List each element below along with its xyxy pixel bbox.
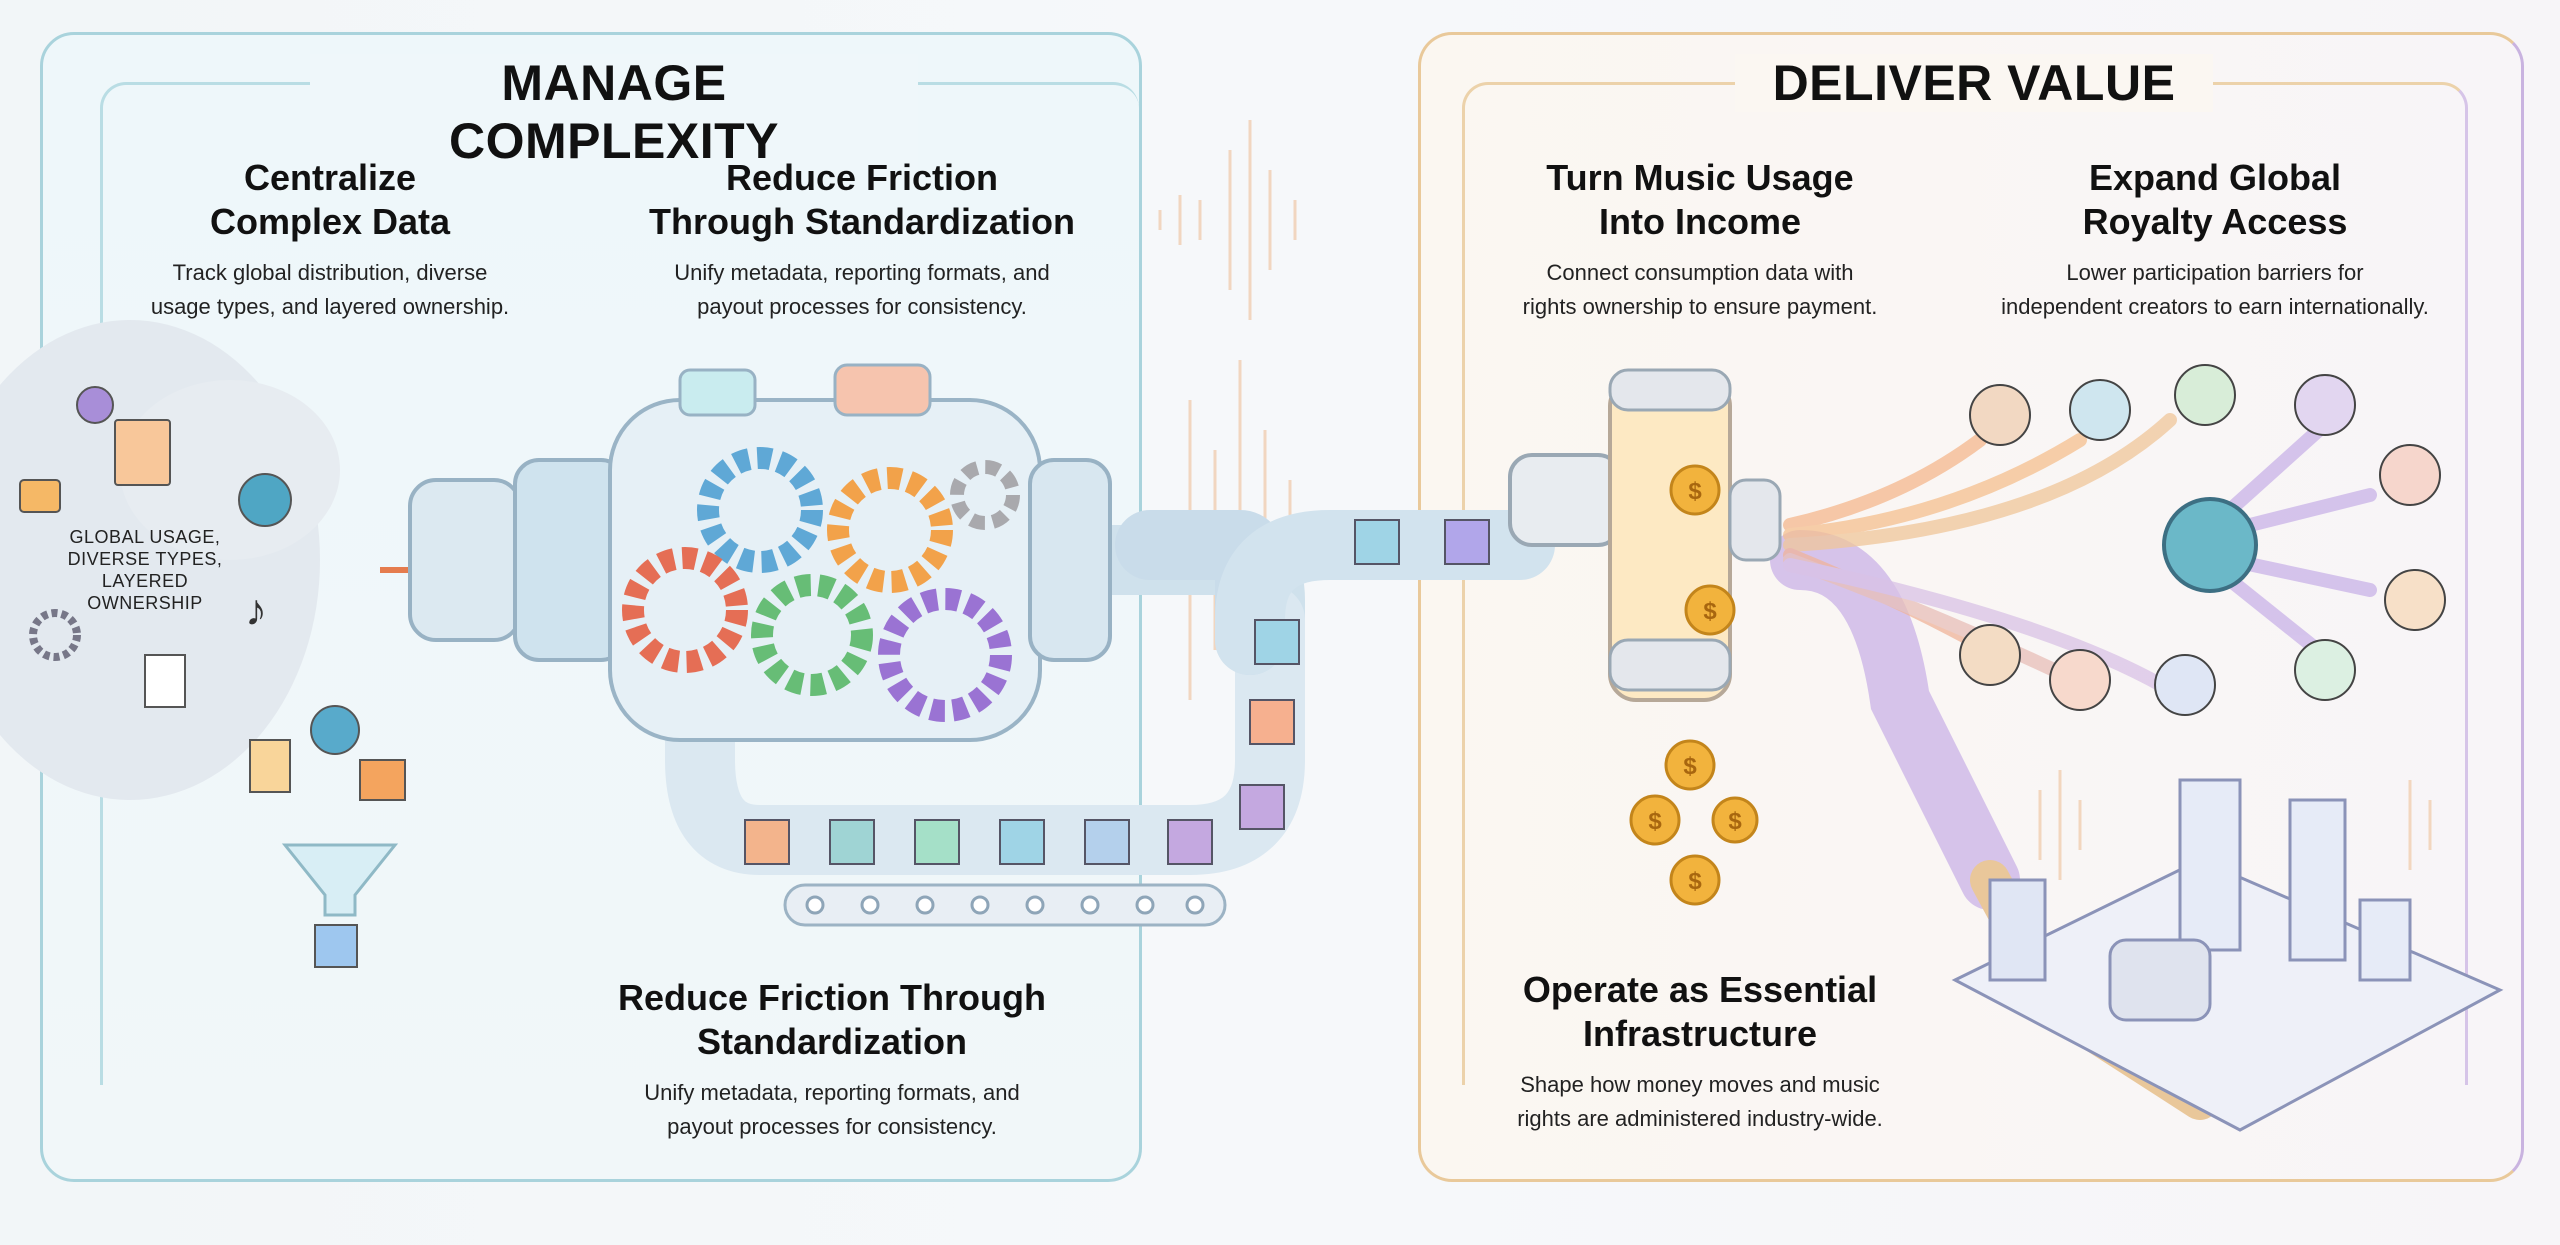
svg-text:$: $	[1728, 808, 1742, 835]
data-cloud: ♪	[0, 320, 340, 800]
svg-text:$: $	[1703, 598, 1717, 625]
svg-text:$: $	[1688, 868, 1702, 895]
deliver-value-title: DELIVER VALUE	[1735, 54, 2213, 112]
cloud-label-line: DIVERSE TYPES,	[67, 549, 223, 569]
gear-icon	[622, 447, 1020, 722]
document-icon	[144, 654, 186, 708]
cloud-label-line: OWNERSHIP	[87, 593, 203, 613]
dollar-sign-icon: $ $ $ $ $ $	[1648, 478, 1742, 895]
processing-machine	[408, 363, 1112, 742]
globe-icon	[310, 705, 360, 755]
folder-icon	[19, 479, 61, 513]
globe-icon	[2162, 497, 2258, 593]
gear-icon	[29, 609, 81, 661]
city-infrastructure	[1951, 778, 2504, 1132]
data-cubes	[744, 519, 1686, 865]
globe-icon	[238, 473, 292, 527]
svg-text:$: $	[1683, 753, 1697, 780]
globe-icon	[76, 386, 114, 424]
creator-avatar	[1959, 364, 2446, 716]
svg-text:$: $	[1688, 478, 1702, 505]
music-note-icon: ♪	[245, 586, 267, 635]
manage-complexity-title: MANAGE COMPLEXITY	[310, 54, 918, 170]
funnel-icon	[249, 705, 406, 968]
svg-text:$: $	[1648, 808, 1662, 835]
cloud-label: GLOBAL USAGE, DIVERSE TYPES, LAYERED OWN…	[30, 526, 260, 614]
document-icon	[114, 419, 171, 486]
cloud-label-line: GLOBAL USAGE,	[69, 527, 221, 547]
coin-converter	[1508, 368, 1782, 702]
cloud-label-line: LAYERED	[101, 571, 189, 591]
conveyor-belt	[783, 883, 1227, 927]
coin-icon	[1629, 464, 1759, 906]
